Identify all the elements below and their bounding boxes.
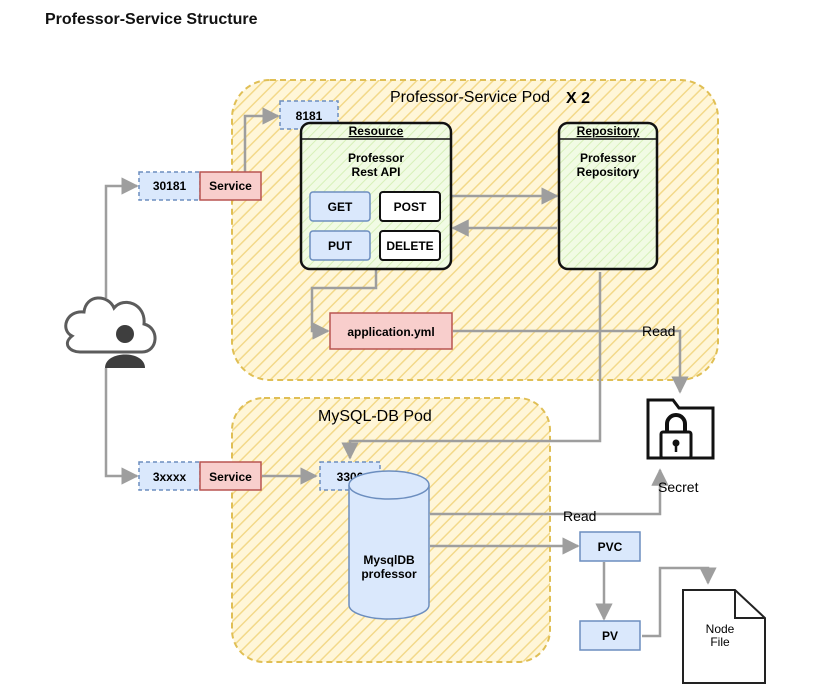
repository-title-line1: Professor (580, 151, 636, 165)
resource-header: Resource (349, 124, 404, 138)
config-file-label: application.yml (347, 325, 434, 339)
database-label-line1: MysqlDB (363, 553, 415, 567)
port-label-30181: 30181 (153, 179, 187, 193)
port-label-8181: 8181 (296, 109, 323, 123)
professor-pod-replicas: X 2 (566, 90, 590, 107)
pv-label: PV (602, 629, 618, 643)
pvc-label: PVC (598, 540, 623, 554)
cloud-user-icon (64, 296, 157, 368)
method-put: PUT (328, 239, 353, 253)
port-label-3xxxx: 3xxxx (153, 470, 187, 484)
edge-repository-to-3306 (341, 272, 602, 460)
folder-lock-icon (646, 398, 715, 460)
method-put-box (309, 230, 371, 261)
pvc-box: PVC (579, 531, 641, 562)
edge-service-to-8181 (243, 107, 280, 172)
method-get-box (309, 191, 371, 222)
dog-ear-document-icon: Node File (682, 589, 766, 684)
edge-pv-to-file (642, 566, 717, 638)
service-label-mysql: Service (209, 470, 252, 484)
resource-title-line2: Rest API (352, 165, 401, 179)
repository-header: Repository (577, 124, 640, 138)
service-label-professor: Service (209, 179, 252, 193)
resource-title-line1: Professor (348, 151, 404, 165)
method-delete: DELETE (386, 239, 433, 253)
mysql-pod-label: MySQL-DB Pod (318, 408, 432, 425)
edges (104, 107, 717, 638)
edge-label-read-config: Read (642, 323, 675, 339)
repository-title-line2: Repository (577, 165, 640, 179)
method-post-box (379, 191, 441, 222)
edge-config-read-secret (453, 329, 689, 394)
node-file-line2: File (710, 635, 730, 649)
method-delete-box (379, 230, 441, 261)
edge-db-read-secret (430, 468, 669, 516)
port-box-3xxxx: 3xxxx (138, 461, 201, 491)
secret-label: Secret (658, 479, 699, 495)
edge-resource-to-config (310, 269, 378, 340)
edge-user-to-30181 (104, 177, 139, 298)
page-title: Professor-Service Structure (45, 11, 258, 28)
method-post: POST (394, 200, 427, 214)
port-box-30181: 30181 (138, 171, 201, 201)
database-label-line2: professor (361, 567, 417, 581)
node-file-line1: Node (706, 622, 735, 636)
pv-box: PV (579, 620, 641, 651)
database-cylinder: MysqlDB professor (348, 470, 430, 620)
edge-user-to-3xxxx (104, 368, 139, 485)
edge-label-read-db: Read (563, 508, 596, 524)
repository-component: Repository Professor Repository (557, 121, 659, 271)
config-file-box: application.yml (329, 312, 453, 350)
resource-component: Resource Professor Rest API GET POST PUT… (299, 121, 453, 271)
service-box-mysql: Service (199, 461, 262, 491)
professor-pod-label: Professor-Service Pod (390, 89, 550, 106)
method-get: GET (328, 200, 353, 214)
service-box-professor: Service (199, 171, 262, 201)
